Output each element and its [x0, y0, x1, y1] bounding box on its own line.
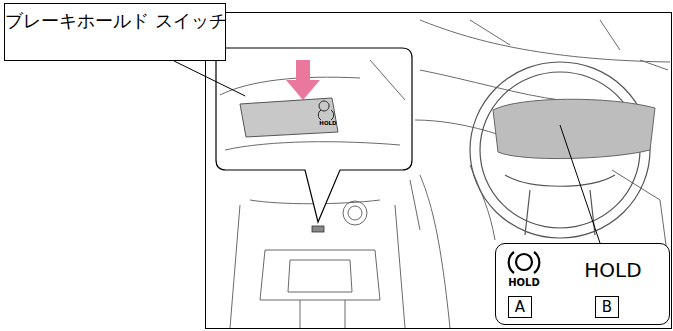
switch-shape — [236, 96, 340, 138]
console-switch — [312, 226, 324, 232]
node-text: HOLD — [558, 258, 668, 282]
frame — [206, 13, 672, 329]
inset-lines — [220, 60, 405, 150]
node-text: HOLD — [502, 277, 546, 289]
leader-line — [174, 61, 245, 96]
instrument-cluster — [493, 99, 655, 158]
push-arrow — [286, 60, 320, 100]
node-text: ブレーキホールド スイッチ — [5, 9, 227, 33]
letter-box: B — [595, 296, 619, 318]
brake-hold-switch: HOLD — [236, 96, 340, 138]
node-text: HOLD — [316, 120, 340, 127]
indicator-box: HOLD HOLD A B — [495, 243, 670, 325]
magnifier-inset — [216, 48, 412, 222]
node-text: B — [596, 298, 618, 316]
node-text: A — [509, 298, 531, 316]
letter-box: A — [508, 296, 532, 318]
leader-line — [560, 125, 600, 243]
dashboard-lines — [230, 20, 670, 328]
callout-box: ブレーキホールド スイッチ — [4, 3, 226, 61]
